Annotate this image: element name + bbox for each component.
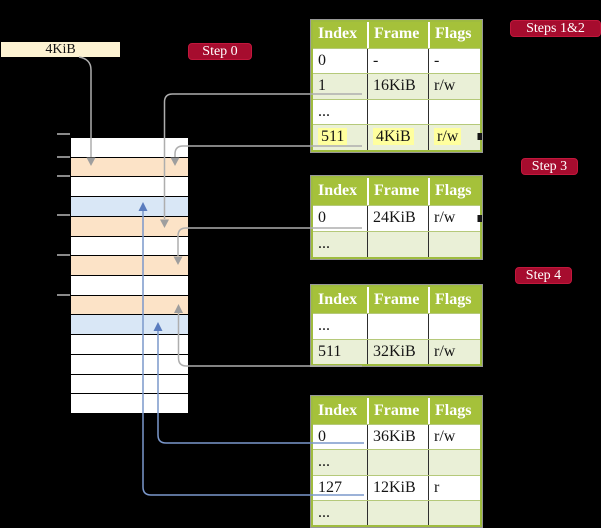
memory-frame-row-14: [71, 394, 188, 414]
memory-frame-row-1: [71, 138, 188, 158]
memory-frame-row-3: [71, 177, 188, 198]
table-cell: 12KiB: [367, 475, 428, 500]
table-cell: ...: [318, 317, 330, 334]
memory-frame-row-8: [71, 276, 188, 296]
column-header-index: Index: [318, 291, 358, 308]
table-cell: [367, 450, 428, 475]
table-cell: r/w: [428, 206, 480, 231]
memory-frame-row-7: [71, 256, 188, 277]
memory-frame-row-13: [71, 374, 188, 395]
table-cell: ...: [318, 235, 330, 252]
table-cell: [428, 314, 480, 339]
table-cell: 4KiB: [367, 125, 428, 150]
table-cell: 127: [318, 478, 342, 496]
badge-steps-1-2: Steps 1&2: [510, 20, 601, 37]
table-cell: 36KiB: [367, 425, 428, 450]
highlighted-value: 4KiB: [373, 128, 414, 145]
memory-frame-row-6: [71, 236, 188, 257]
table-cell: [367, 99, 428, 124]
table-cell: 0: [318, 428, 326, 445]
highlighted-value: r/w: [434, 128, 462, 145]
table-cell: r/w: [428, 74, 480, 99]
memory-frame-row-2: [71, 157, 188, 178]
column-header-flags: Flags: [428, 178, 480, 205]
table-cell: 511: [313, 125, 367, 150]
table-cell: 16KiB: [367, 74, 428, 99]
table-cell: -: [428, 48, 480, 73]
column-header-flags: Flags: [428, 22, 480, 48]
table-cell: [367, 314, 428, 339]
memory-frame-row-10: [71, 315, 188, 336]
column-header-flags: Flags: [428, 398, 480, 424]
table-cell: [367, 500, 428, 525]
table-row: ...: [313, 499, 480, 525]
column-header-index: Index: [318, 182, 358, 199]
memory-frame-row-9: [71, 295, 188, 316]
table-row: ...: [313, 98, 480, 124]
table-cell: r/w: [428, 425, 480, 450]
memory-frame-row-12: [71, 354, 188, 375]
column-header-flags: Flags: [428, 287, 480, 313]
table-cell: ...: [318, 102, 330, 120]
table-cell: ...: [318, 453, 330, 471]
frame-size-label: 4KiB: [1, 42, 120, 57]
table-cell: ...: [318, 503, 330, 521]
table-cell: [428, 99, 480, 124]
table-cell: r/w: [428, 339, 480, 364]
badge-step-3: Step 3: [521, 158, 578, 175]
table-row: ...: [313, 313, 480, 339]
memory-frame-row-11: [71, 335, 188, 355]
memory-column: [70, 137, 189, 414]
badge-step-4: Step 4: [515, 267, 572, 284]
table-cell: [428, 232, 480, 257]
table-row: 0 --: [313, 47, 480, 73]
table-cell: [367, 232, 428, 257]
memory-frame-row-4: [71, 197, 188, 217]
table-cell: r/w: [428, 125, 480, 150]
table-cell: [428, 500, 480, 525]
table-cell: 1: [318, 77, 326, 94]
column-header-frame: Frame: [367, 287, 428, 313]
table-row: ...: [313, 449, 480, 475]
table-row: ...: [313, 231, 480, 257]
table-cell: r: [428, 475, 480, 500]
table-cell: 511: [318, 342, 342, 360]
column-header-frame: Frame: [367, 178, 428, 205]
table-row: 511 4KiB r/w: [313, 124, 480, 150]
badge-step-0: Step 0: [188, 43, 252, 60]
highlighted-value: 511: [318, 128, 348, 145]
column-header-index: Index: [318, 25, 358, 42]
table-cell: [428, 450, 480, 475]
column-header-frame: Frame: [367, 398, 428, 424]
table-cell: 0: [318, 209, 326, 226]
table-cell: 32KiB: [367, 339, 428, 364]
table-cell: -: [367, 48, 428, 73]
memory-frame-row-5: [71, 216, 188, 237]
column-header-frame: Frame: [367, 22, 428, 48]
table-cell: 0: [318, 51, 326, 69]
table-cell: 24KiB: [367, 206, 428, 231]
column-header-index: Index: [318, 402, 358, 419]
